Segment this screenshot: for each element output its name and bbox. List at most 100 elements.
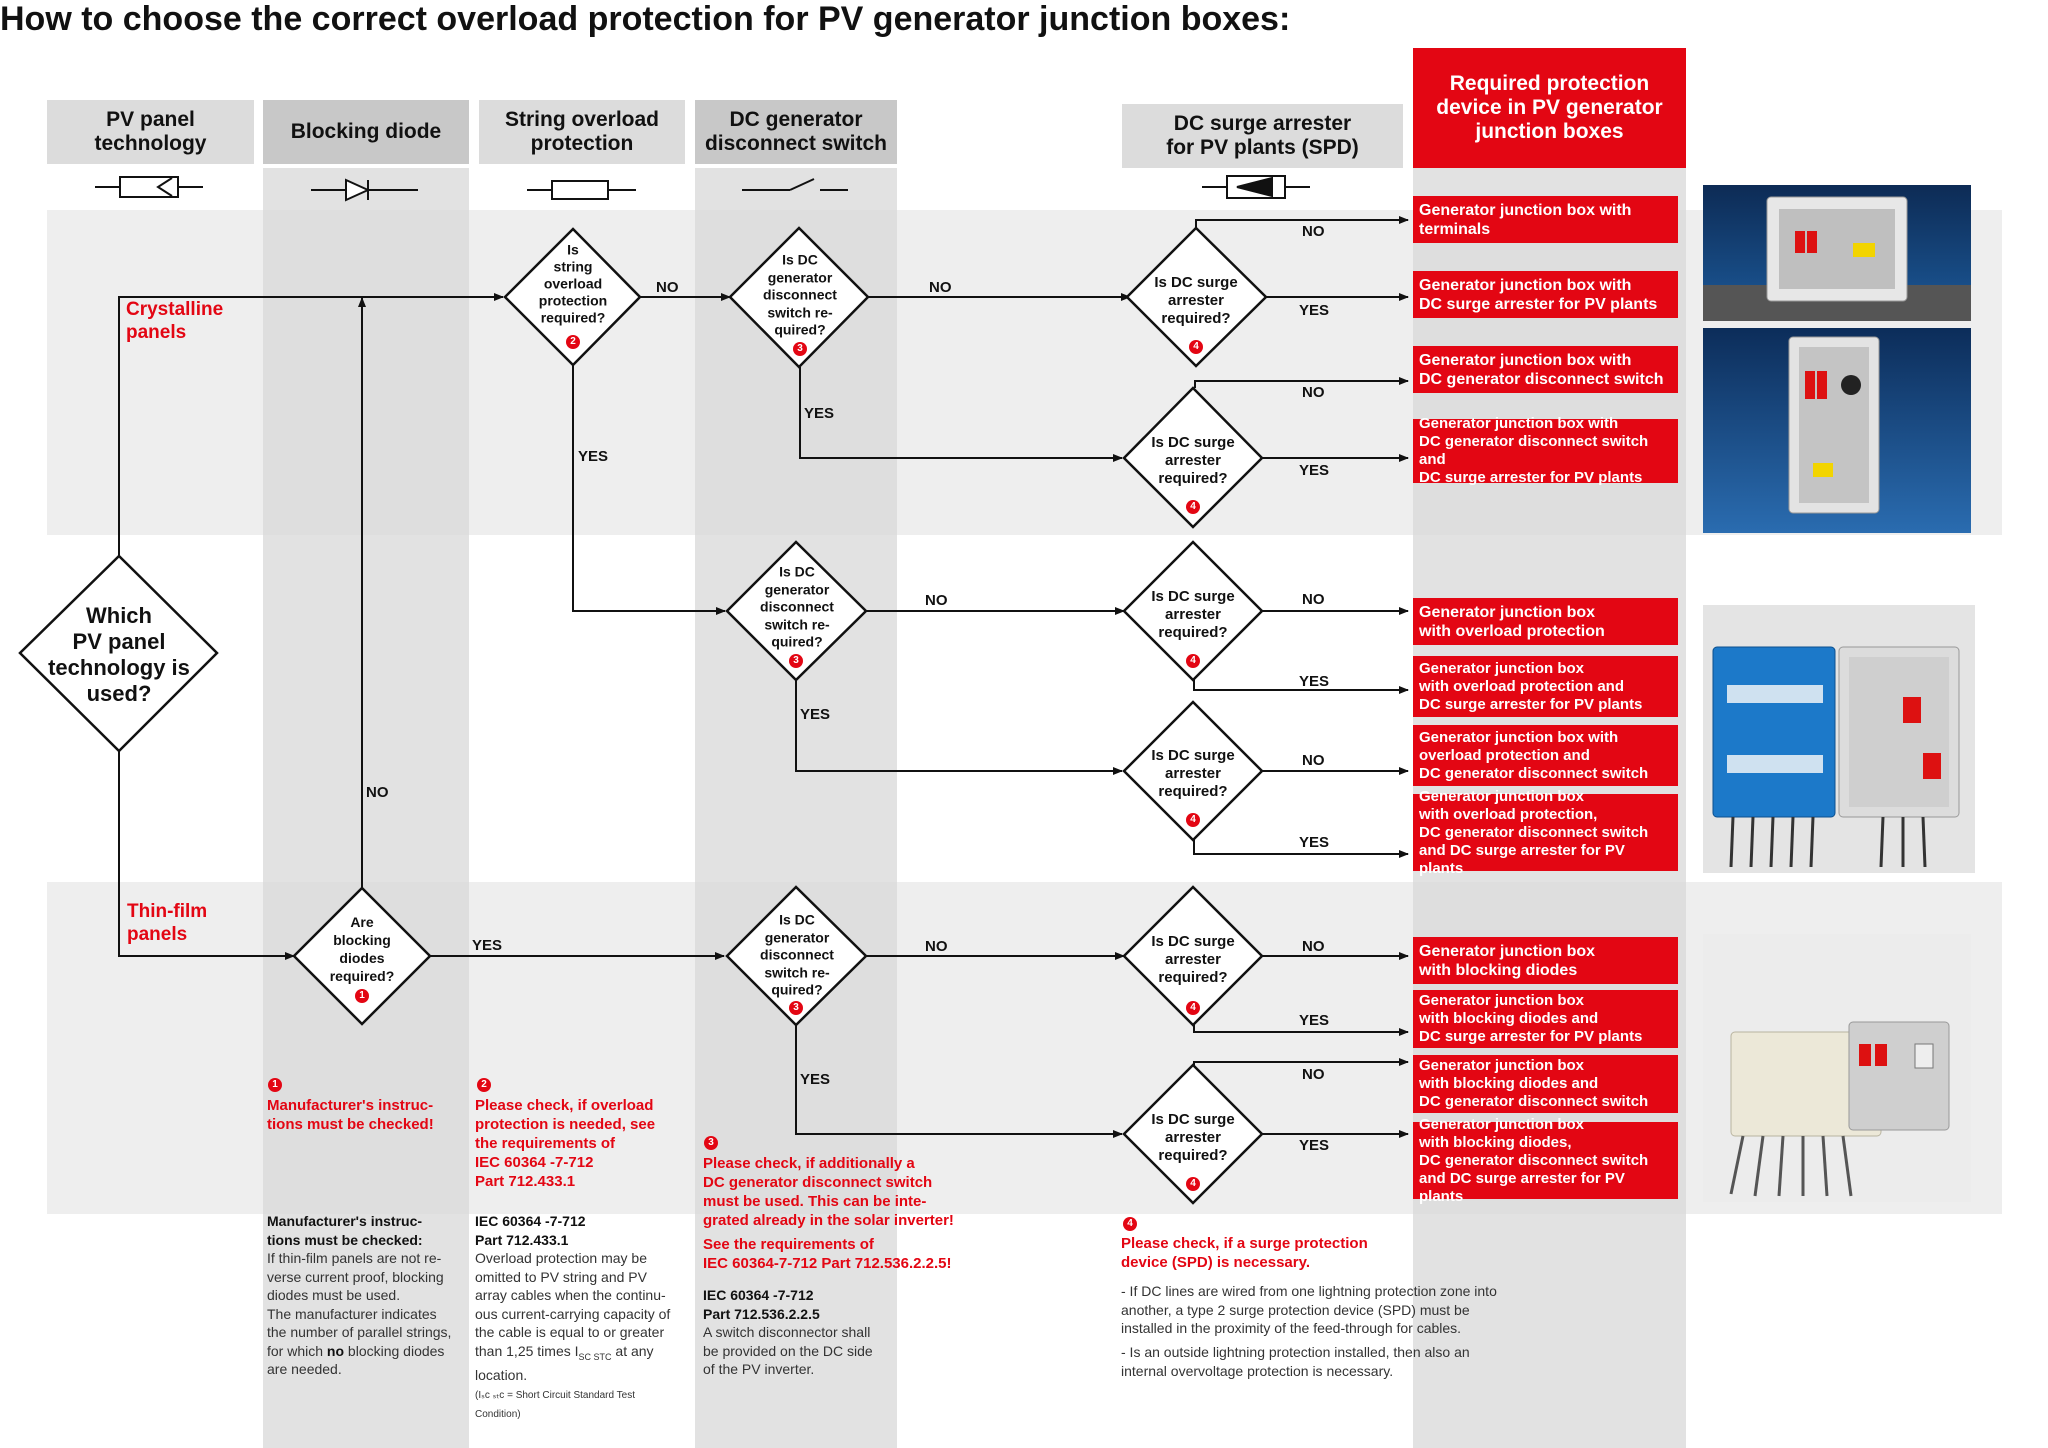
yes-label: YES — [804, 405, 835, 422]
badge-1: 1 — [355, 989, 369, 1003]
note-4-warning: Please check, if a surge protection devi… — [1121, 1235, 1368, 1271]
note-4-text-1: - If DC lines are wired from one lightni… — [1121, 1283, 1497, 1336]
output-2: Generator junction box with DC surge arr… — [1413, 271, 1678, 318]
note-2-footnote: (Iₛᴄ ₛₜᴄ = Short Circuit Standard Test C… — [475, 1390, 636, 1420]
yes-label: YES — [1299, 302, 1330, 319]
output-8: Generator junction box with overload pro… — [1413, 788, 1678, 877]
decision-spd-5 — [1122, 885, 1264, 1027]
no-label: NO — [1302, 938, 1325, 955]
badge-3: 3 — [793, 342, 807, 356]
output-4: Generator junction box with DC generator… — [1413, 415, 1678, 486]
output-1: Generator junction box with terminals — [1413, 196, 1678, 243]
note-1-heading: Manufacturer's instruc- tions must be ch… — [267, 1213, 423, 1248]
output-6: Generator junction box with overload pro… — [1413, 656, 1678, 717]
header-required: Required protection device in PV generat… — [1413, 48, 1686, 168]
badge-2: 2 — [477, 1078, 491, 1092]
switch-icon — [742, 178, 848, 191]
decision-blocking-diodes — [292, 886, 432, 1026]
switch-bottom-question: Is DC generator disconnect switch re- qu… — [760, 911, 834, 998]
string-question: Is string overload protection required? — [538, 241, 608, 326]
switch-mid-question: Is DC generator disconnect switch re- qu… — [760, 563, 834, 650]
note-3-requirement: See the requirements of IEC 60364-7-712 … — [703, 1236, 952, 1272]
note-2-sub: SC STC — [578, 1351, 612, 1362]
note-3-text: IEC 60364 -7-712 Part 712.536.2.2.5 A sw… — [703, 1286, 903, 1379]
note-1-bold: no — [326, 1342, 345, 1359]
badge-4: 4 — [1189, 340, 1203, 354]
header-dc-switch: DC generator disconnect switch — [695, 100, 897, 164]
note-3-body: A switch disconnector shall be provided … — [703, 1324, 873, 1377]
note-4-text-2: - Is an outside lightning protection ins… — [1121, 1344, 1470, 1379]
output-3: Generator junction box with DC generator… — [1413, 346, 1678, 393]
switch-top-question: Is DC generator disconnect switch re- qu… — [763, 251, 837, 338]
no-label: NO — [1302, 384, 1325, 401]
spd-question-6: Is DC surge arrester required? — [1151, 1111, 1235, 1164]
no-label: NO — [929, 279, 952, 296]
yes-label: YES — [1299, 462, 1330, 479]
spd-question-2: Is DC surge arrester required? — [1151, 434, 1235, 487]
note-1-text: Manufacturer's instruc- tions must be ch… — [267, 1212, 463, 1379]
badge-4: 4 — [1186, 1001, 1200, 1015]
spd-question-4: Is DC surge arrester required? — [1151, 747, 1235, 800]
yes-label: YES — [800, 706, 831, 723]
spd-question-5: Is DC surge arrester required? — [1151, 933, 1235, 986]
page-title: How to choose the correct overload prote… — [0, 0, 1291, 38]
badge-4: 4 — [1123, 1217, 1137, 1231]
decision-spd-4 — [1122, 700, 1264, 842]
badge-2: 2 — [566, 335, 580, 349]
decision-spd-6 — [1122, 1063, 1264, 1205]
header-string-overload: String overload protection — [479, 100, 685, 164]
fuse-icon — [527, 180, 636, 200]
junction-box-photo-overload — [1703, 605, 1975, 873]
dc-switch-column — [695, 168, 897, 1448]
badge-4: 4 — [1186, 500, 1200, 514]
note-3-warning: Please check, if additionally a DC gener… — [703, 1155, 954, 1229]
output-10: Generator junction box with blocking dio… — [1413, 990, 1678, 1048]
badge-3: 3 — [789, 1001, 803, 1015]
decision-switch-bottom — [725, 885, 868, 1027]
note-2-text: IEC 60364 -7-712 Part 712.433.1 Overload… — [475, 1212, 693, 1421]
header-spd: DC surge arrester for PV plants (SPD) — [1122, 104, 1403, 168]
no-label: NO — [1302, 1066, 1325, 1083]
note-2-heading: IEC 60364 -7-712 Part 712.433.1 — [475, 1213, 586, 1248]
badge-4: 4 — [1186, 813, 1200, 827]
output-7: Generator junction box with overload pro… — [1413, 725, 1678, 786]
yes-label: YES — [800, 1071, 831, 1088]
no-label: NO — [1302, 752, 1325, 769]
note-3-heading: IEC 60364 -7-712 Part 712.536.2.2.5 — [703, 1287, 820, 1322]
note-1-warning: Manufacturer's instruc- tions must be ch… — [267, 1097, 434, 1133]
main-question: Which PV panel technology is used? — [48, 603, 190, 706]
decision-switch-mid — [725, 540, 868, 682]
crystalline-panels-label: Crystalline panels — [126, 299, 224, 343]
no-label: NO — [1302, 591, 1325, 608]
note-2-body-end: at any location. — [475, 1342, 654, 1383]
no-label: NO — [925, 592, 948, 609]
no-label: NO — [366, 784, 389, 801]
output-11: Generator junction box with blocking dio… — [1413, 1055, 1678, 1113]
output-12: Generator junction box with blocking dio… — [1413, 1116, 1678, 1205]
decision-spd-3 — [1122, 540, 1264, 682]
yes-label: YES — [1299, 673, 1330, 690]
decision-panel-technology — [18, 554, 219, 753]
spd-question-3: Is DC surge arrester required? — [1151, 588, 1235, 641]
no-label: NO — [1302, 223, 1325, 240]
spd-question-1: Is DC surge arrester required? — [1154, 274, 1238, 327]
junction-box-photo-thin-film — [1703, 934, 1971, 1202]
output-5: Generator junction box with overload pro… — [1413, 598, 1678, 645]
no-label: NO — [925, 938, 948, 955]
header-pv-panel: PV panel technology — [47, 100, 254, 164]
decision-spd-1 — [1125, 226, 1268, 368]
resistor-icon — [95, 176, 203, 198]
no-label: NO — [656, 279, 679, 296]
note-1-body-b: blocking diodes are needed. — [267, 1342, 445, 1378]
note-1-body-a: If thin-film panels are not re- verse cu… — [267, 1250, 452, 1359]
header-blocking-diode: Blocking diode — [263, 100, 469, 164]
badge-4: 4 — [1186, 654, 1200, 668]
decision-string-overload — [503, 227, 642, 367]
decision-spd-2 — [1122, 386, 1264, 529]
yes-label: YES — [1299, 1137, 1330, 1154]
yes-label: YES — [1299, 834, 1330, 851]
blocking-question: Are blocking diodes required? — [329, 914, 395, 984]
surge-arrester-icon — [1202, 175, 1310, 199]
output-9: Generator junction box with blocking dio… — [1413, 937, 1678, 984]
diode-icon — [311, 178, 418, 202]
